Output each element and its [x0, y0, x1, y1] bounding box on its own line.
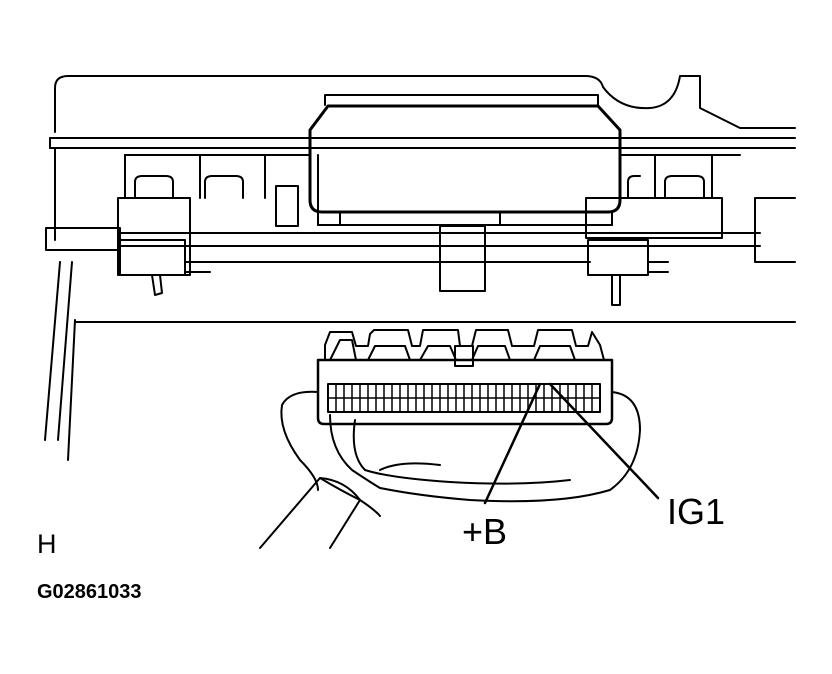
connector-id-label: H: [37, 529, 57, 559]
relay-clips-left: [124, 154, 311, 227]
relay-clips-right: [619, 154, 741, 199]
terminal-label-ig1: IG1: [667, 491, 725, 532]
wire-harness: [259, 390, 641, 549]
plus-b-leader: [483, 382, 542, 505]
mounting-rail: [45, 197, 796, 306]
terminal-label-plus-b: +B: [462, 511, 507, 552]
connector-h: [316, 329, 614, 426]
figure-code: G02861033: [37, 581, 142, 603]
control-module: [308, 104, 622, 226]
ig1-leader: [548, 382, 660, 500]
ecu-housing: [49, 75, 796, 241]
side-panel-lines: [44, 261, 796, 461]
leader-lines: [483, 382, 660, 505]
